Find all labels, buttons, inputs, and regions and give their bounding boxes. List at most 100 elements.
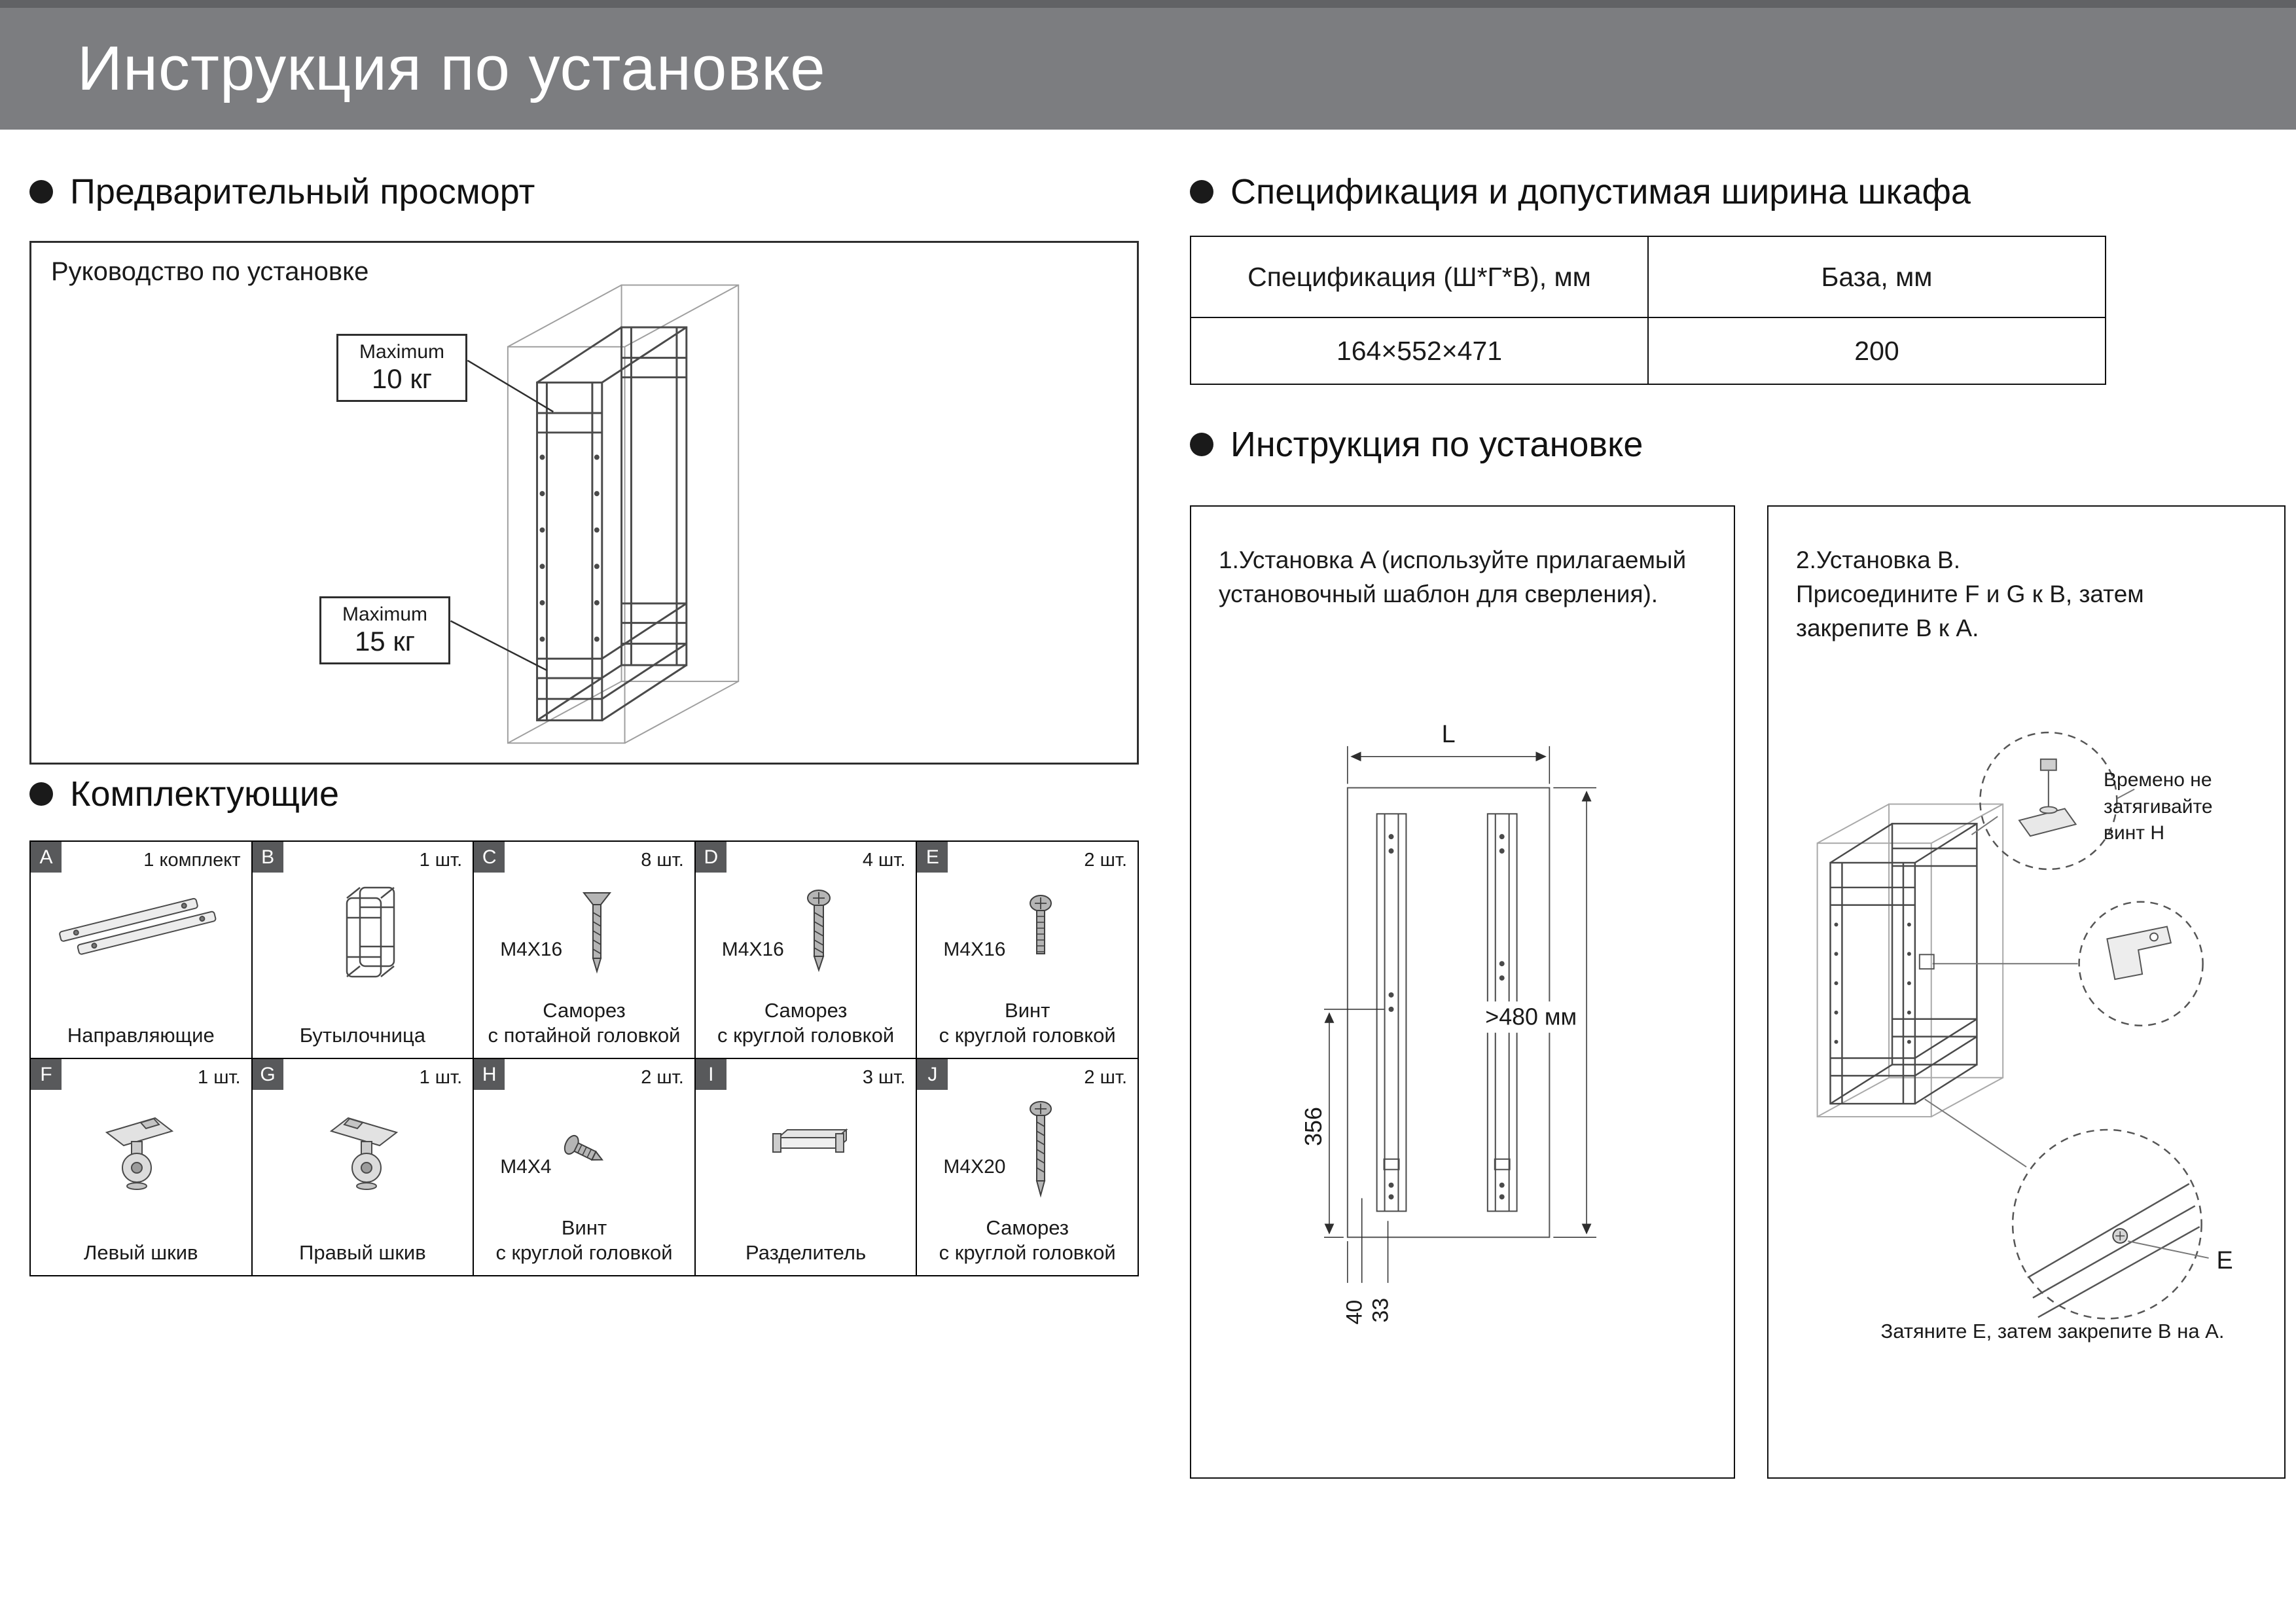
dim-L: L xyxy=(1442,721,1456,748)
part-caption: Направляющие xyxy=(67,1024,215,1047)
max-weight-label-top: Maximum 10 кг xyxy=(336,334,467,402)
step2-line1: 2.Установка B. xyxy=(1796,547,1960,573)
panhead-screw-icon xyxy=(696,872,916,998)
part-cell-g: G 1 шт. Правый шкив xyxy=(251,1058,474,1276)
rails-icon xyxy=(31,872,251,998)
preview-heading-label: Предварительный просморт xyxy=(70,172,535,211)
right-pulley-icon xyxy=(253,1089,473,1215)
spec-col-header-base: База, мм xyxy=(1647,236,2106,318)
part-cell-f: F 1 шт. Левый шкив xyxy=(30,1058,252,1276)
max-weight-label-bottom: Maximum 15 кг xyxy=(319,596,450,664)
parts-grid: A 1 комплект Направляющие B 1 шт. xyxy=(29,840,1139,1276)
dim-40: 40 xyxy=(1342,1300,1367,1325)
part-cell-c: C 8 шт. M4X16 Саморез с потайной головко… xyxy=(473,841,695,1058)
part-letter-badge: D xyxy=(695,842,726,873)
part-qty: 2 шт. xyxy=(1084,850,1127,871)
part-letter-badge: G xyxy=(252,1059,283,1090)
part-caption: Разделитель xyxy=(745,1241,867,1265)
components-heading-label: Комплектующие xyxy=(70,774,340,814)
max-label-value: 15 кг xyxy=(354,626,416,657)
max-label-word: Maximum xyxy=(359,341,444,363)
spec-table: Спецификация (Ш*Г*В), мм База, мм 164×55… xyxy=(1190,236,2106,385)
dim-33: 33 xyxy=(1369,1298,1393,1323)
part-size-label: M4X16 xyxy=(721,939,784,960)
bullet-icon xyxy=(29,782,53,806)
part-size-label: M4X4 xyxy=(500,1156,552,1178)
part-caption: Саморез с круглой головкой xyxy=(939,1216,1116,1265)
spec-col-header-size: Спецификация (Ш*Г*В), мм xyxy=(1190,236,1649,318)
preview-section-heading: Предварительный просморт xyxy=(29,171,535,212)
assembly-drawing: E xyxy=(1816,731,2233,1320)
part-letter-badge: E xyxy=(917,842,948,873)
part-letter-badge: H xyxy=(474,1059,505,1090)
drilling-template-drawing: L >480 мм 356 40 33 xyxy=(1300,721,1597,1325)
part-letter-badge: F xyxy=(31,1059,62,1090)
step1-text: 1.Установка A (используйте прилагаемый у… xyxy=(1219,547,1687,607)
max-label-value: 10 кг xyxy=(371,363,433,394)
cabinet-preview-drawing xyxy=(450,284,740,744)
part-letter-badge: B xyxy=(252,842,283,873)
countersunk-screw-icon xyxy=(474,872,694,998)
bullet-icon xyxy=(1190,180,1213,204)
spec-heading-label: Спецификация и допустимая ширина шкафа xyxy=(1230,172,1971,211)
part-cell-h: H 2 шт. M4X4 Винт с круглой головкой xyxy=(473,1058,695,1276)
long-screw-icon xyxy=(917,1089,1138,1215)
part-cell-d: D 4 шт. M4X16 Саморез с круглой головкой xyxy=(694,841,917,1058)
spec-value-base: 200 xyxy=(1647,317,2106,385)
install-step1-box: 1.Установка A (используйте прилагаемый у… xyxy=(1190,505,1735,1479)
part-qty: 2 шт. xyxy=(1084,1067,1127,1088)
step2-text: 2.Установка B. Присоедините F и G к B, з… xyxy=(1796,543,2258,645)
bottle-holder-icon xyxy=(253,872,473,998)
part-size-label: M4X16 xyxy=(500,939,563,960)
bullet-icon xyxy=(1190,433,1213,456)
install-step2-box: 2.Установка B. Присоедините F и G к B, з… xyxy=(1767,505,2286,1479)
left-pulley-icon xyxy=(31,1089,251,1215)
part-cell-j: J 2 шт. M4X20 Саморез с круглой головкой xyxy=(916,1058,1138,1276)
short-screw-icon xyxy=(474,1089,694,1215)
bullet-icon xyxy=(29,180,53,204)
label-E: E xyxy=(2217,1247,2233,1274)
part-letter-badge: J xyxy=(917,1059,948,1090)
part-letter-badge: C xyxy=(474,842,505,873)
preview-box: Руководство по установке Maximum 10 кг M… xyxy=(29,241,1139,765)
part-qty: 2 шт. xyxy=(641,1067,684,1088)
part-caption: Саморез с круглой головкой xyxy=(717,998,895,1047)
part-qty: 1 шт. xyxy=(419,850,463,871)
part-caption: Правый шкив xyxy=(299,1241,426,1265)
spec-value-size: 164×552×471 xyxy=(1190,317,1649,385)
part-caption: Винт с круглой головкой xyxy=(495,1216,673,1265)
install-section-heading: Инструкция по установке xyxy=(1190,424,1643,465)
part-cell-e: E 2 шт. M4X16 Винт с круглой головкой xyxy=(916,841,1138,1058)
part-size-label: M4X20 xyxy=(943,1156,1006,1178)
part-qty: 1 шт. xyxy=(419,1067,463,1088)
machine-screw-icon xyxy=(917,872,1138,998)
part-qty: 1 комплект xyxy=(143,850,241,871)
part-letter-badge: A xyxy=(31,842,62,873)
part-cell-b: B 1 шт. Бутылочница xyxy=(251,841,474,1058)
preview-box-title: Руководство по установке xyxy=(51,257,369,286)
components-section-heading: Комплектующие xyxy=(29,774,339,814)
part-size-label: M4X16 xyxy=(943,939,1006,960)
page-title: Инструкция по установке xyxy=(77,33,826,103)
spec-section-heading: Спецификация и допустимая ширина шкафа xyxy=(1190,171,1971,212)
part-caption: Винт с круглой головкой xyxy=(939,998,1116,1047)
callout-note: Времено не затягивайте винт H xyxy=(2104,769,2213,844)
dim-480: >480 мм xyxy=(1485,1004,1577,1030)
part-cell-a: A 1 комплект Направляющие xyxy=(30,841,252,1058)
page-header: Инструкция по установке xyxy=(0,0,2296,130)
part-cell-i: I 3 шт. Разделитель xyxy=(694,1058,917,1276)
part-qty: 3 шт. xyxy=(862,1067,906,1088)
part-caption: Саморез с потайной головкой xyxy=(488,998,681,1047)
dim-356: 356 xyxy=(1300,1107,1327,1146)
part-caption: Бутылочница xyxy=(299,1024,425,1047)
part-letter-badge: I xyxy=(695,1059,726,1090)
part-qty: 8 шт. xyxy=(641,850,684,871)
max-label-word: Maximum xyxy=(342,604,427,625)
divider-icon xyxy=(696,1089,916,1215)
part-caption: Левый шкив xyxy=(84,1241,198,1265)
step2-footer: Затяните E, затем закрепите B на A. xyxy=(1880,1320,2225,1343)
part-qty: 1 шт. xyxy=(198,1067,241,1088)
part-qty: 4 шт. xyxy=(862,850,906,871)
step2-line2: Присоедините F и G к B, затем закрепите … xyxy=(1796,580,2144,641)
